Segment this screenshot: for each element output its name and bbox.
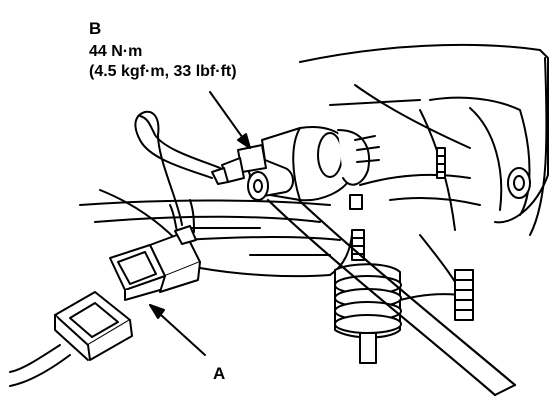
- callout-letter-b: B: [89, 19, 102, 38]
- callout-arrow-a: [150, 305, 205, 355]
- harness-connector-upper: [110, 226, 200, 300]
- harness-wire: [10, 345, 70, 386]
- torque-spec-metric: 44 N·m: [89, 43, 143, 60]
- mounting-studs: [350, 148, 445, 260]
- spring-seat-stack: [335, 264, 473, 363]
- stabilizer-bar: [268, 187, 515, 395]
- callout-arrow-b: [210, 92, 250, 148]
- callout-letter-a: A: [213, 364, 226, 383]
- harness-connector-lower: [55, 292, 132, 360]
- sensor-fitting: [212, 145, 266, 184]
- knuckle-bolt: [508, 168, 530, 198]
- torque-spec-alternate: (4.5 kgf·m, 33 lbf·ft): [89, 63, 237, 80]
